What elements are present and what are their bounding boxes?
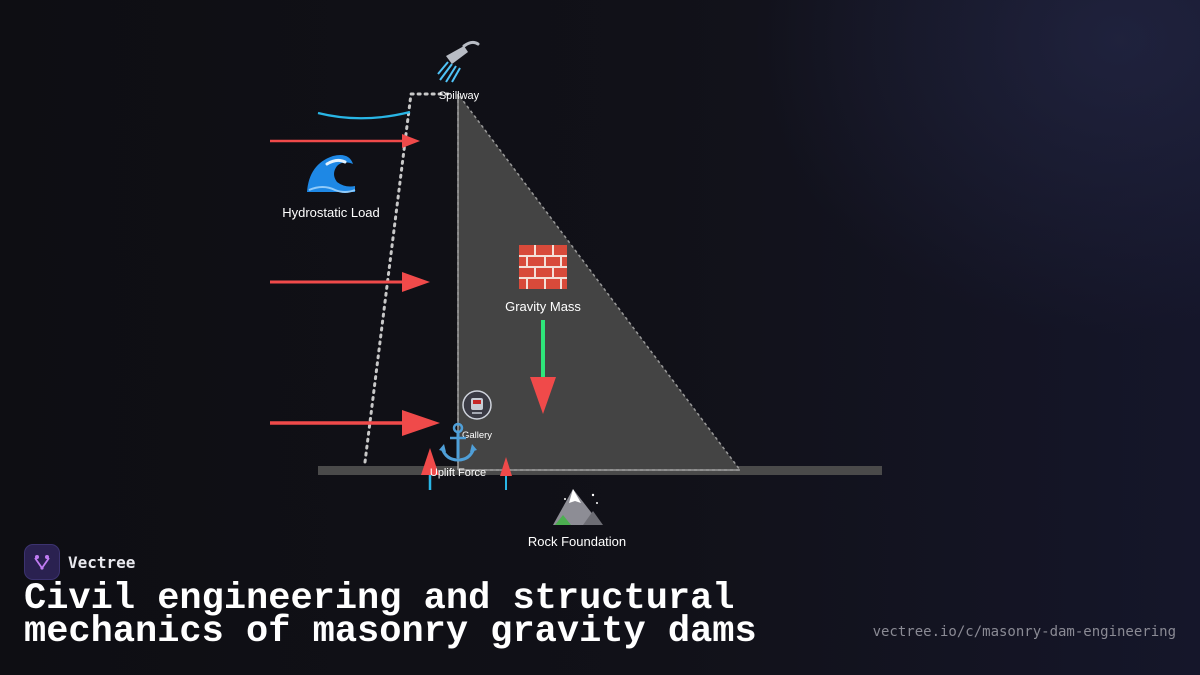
water-surface-line — [317, 110, 411, 120]
uplift-arrow-left-head — [421, 448, 439, 475]
gravity-mass-label: Gravity Mass — [505, 299, 581, 314]
page-title: Civil engineering and structural mechani… — [24, 578, 757, 653]
gravity-arrowhead — [530, 377, 556, 414]
brick-wall-icon — [519, 245, 567, 289]
brand-name: Vectree — [68, 552, 136, 572]
hydrostatic-arrowhead-top — [402, 134, 420, 148]
uplift-force-label: Uplift Force — [430, 467, 486, 479]
pressure-envelope-line — [363, 92, 450, 464]
brand: Vectree — [24, 544, 135, 580]
shower-icon — [437, 40, 480, 83]
uplift-arrow-right-head — [500, 457, 512, 476]
hydrostatic-arrowhead-bottom — [402, 410, 440, 436]
wave-icon — [307, 155, 356, 193]
anchor-icon — [439, 422, 477, 462]
hydrostatic-arrowhead-middle — [402, 272, 430, 292]
hydrostatic-load-label: Hydrostatic Load — [282, 205, 380, 220]
dam-body — [457, 91, 742, 471]
rock-foundation-label: Rock Foundation — [528, 534, 626, 549]
mountain-icon — [553, 489, 603, 525]
gallery-label: Gallery — [462, 430, 492, 441]
source-url: vectree.io/c/masonry-dam-engineering — [872, 624, 1176, 640]
spillway-label: Spillway — [439, 90, 480, 102]
tram-icon — [462, 390, 492, 420]
vectree-logo-icon — [24, 544, 60, 580]
